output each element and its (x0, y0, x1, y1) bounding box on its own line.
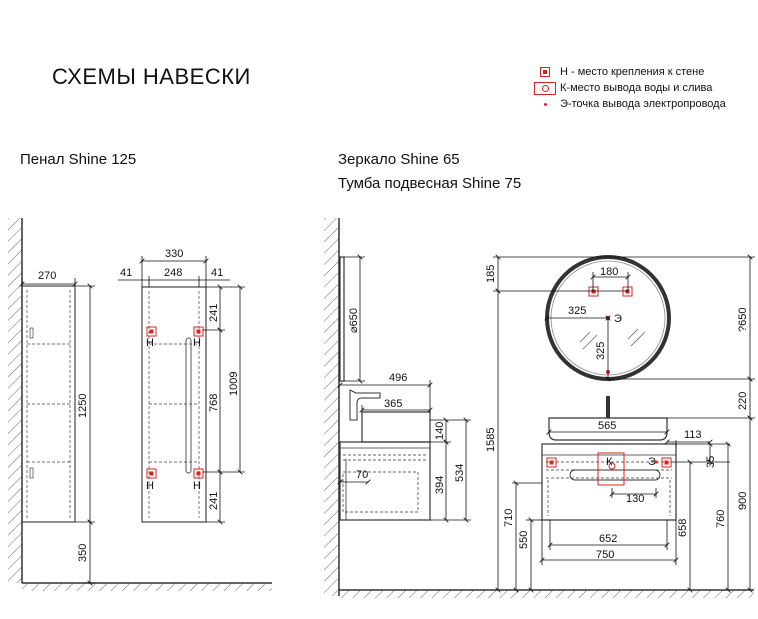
dim-900-label: 900 (737, 492, 749, 510)
dim-658-label: 658 (677, 519, 689, 537)
water-mark: К (606, 456, 613, 468)
mount-mark: Н (146, 337, 154, 349)
wall-left (8, 218, 23, 583)
floor-right (339, 589, 754, 598)
page-title: СХЕМЫ НАВЕСКИ (52, 64, 251, 89)
dim-113-label: 113 (684, 429, 702, 441)
dim-depth-label: 270 (38, 270, 56, 282)
section-title-mirror: Зеркало Shine 65 (338, 151, 460, 168)
dim-top-label: 185 (485, 265, 497, 283)
dims-vanity-side (340, 380, 471, 520)
legend-item-electric: Э-точка вывода электропровода (530, 96, 726, 112)
dim-height-label: 1250 (77, 394, 89, 418)
tall-cabinet-side (21, 285, 76, 523)
dim-depth-label: 496 (389, 372, 407, 384)
dim-220-label: 220 (737, 392, 749, 410)
mount-mark: Н (193, 480, 201, 492)
dim-diameter-label: ⌀650 (348, 308, 360, 333)
mirror-side (339, 256, 345, 382)
legend-item-water: К-место вывода воды и слива (530, 80, 726, 96)
legend-label: Э-точка вывода электропровода (560, 98, 726, 110)
dim-total-label: 534 (454, 464, 466, 482)
dim-130-label: 130 (626, 493, 644, 505)
mount-mark: Н (193, 337, 201, 349)
floor-left (22, 582, 272, 591)
dim-550-label: 550 (518, 531, 530, 549)
dim-left-label: 325 (568, 305, 586, 317)
electric-mark: Э (614, 313, 622, 325)
dim-35-label: 35 (705, 456, 717, 468)
section-title-cabinet-tall: Пенал Shine 125 (20, 151, 137, 168)
dim-565-label: 565 (598, 420, 616, 432)
dim-top-label: 241 (208, 304, 220, 322)
legend: Н - место крепления к стене К-место выво… (530, 64, 726, 112)
dim-760-label: 760 (715, 510, 727, 528)
dim-sink-label: 365 (384, 398, 402, 410)
dim-width-label: 330 (165, 248, 183, 260)
dim-offset-label: 70 (356, 469, 368, 481)
dim-right-label: ?650 (737, 308, 749, 332)
dim-sink-height-label: 140 (434, 422, 446, 440)
dim-body-label: 394 (434, 476, 446, 494)
dim-drop-label: 325 (595, 342, 607, 360)
dim-span-label: 1009 (228, 372, 240, 396)
dim-652-label: 652 (599, 533, 617, 545)
dims-mirror-front (493, 257, 755, 379)
dim-side-left-label: 41 (120, 267, 132, 279)
dim-floor-label: 350 (77, 544, 89, 562)
legend-label: Н - место крепления к стене (560, 66, 705, 78)
mount-points-mirror (588, 286, 633, 297)
mount-points-tall (146, 326, 204, 479)
dim-bottom-label: 241 (208, 492, 220, 510)
tall-cabinet-front (141, 286, 207, 523)
dims-tall-side (22, 278, 95, 583)
dim-holes-label: 180 (600, 266, 618, 278)
dims-mirror-side (344, 257, 365, 381)
wall-right (324, 218, 340, 596)
mount-points-vanity (546, 457, 672, 468)
electric-point-icon (654, 460, 658, 464)
section-title-vanity: Тумба подвесная Shine 75 (338, 175, 522, 192)
dim-inner-label: 248 (164, 267, 182, 279)
dim-1585-label: 1585 (485, 428, 497, 452)
dims-tall-front (118, 256, 245, 522)
electric-mark: Э (648, 456, 656, 468)
dim-side-right-label: 41 (211, 267, 223, 279)
dim-mid-label: 768 (208, 394, 220, 412)
legend-label: К-место вывода воды и слива (560, 82, 713, 94)
dims-vanity-front (498, 291, 755, 590)
mount-point-icon (540, 67, 550, 77)
dim-750-label: 750 (596, 549, 614, 561)
legend-item-mount: Н - место крепления к стене (530, 64, 726, 80)
mount-mark: Н (146, 480, 154, 492)
electric-point-icon (543, 102, 547, 106)
water-outlet-area (597, 452, 625, 486)
water-outlet-icon (534, 81, 556, 95)
dim-710-label: 710 (503, 509, 515, 527)
